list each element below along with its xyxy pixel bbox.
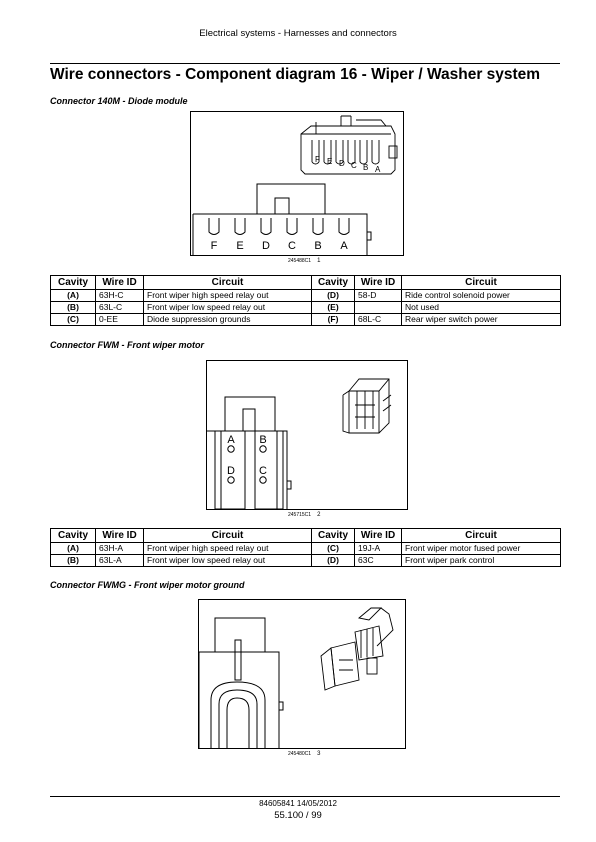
circuit-cell: Front wiper motor fused power (401, 542, 561, 555)
col-header-cavity: Cavity (50, 528, 96, 543)
table-row: (B) 63L-C Front wiper low speed relay ou… (50, 301, 561, 314)
front-label-b: B (314, 240, 321, 252)
col-header-circuit: Circuit (401, 275, 561, 290)
figure-number: 3 (317, 751, 321, 757)
cavity-cell: (A) (50, 289, 96, 302)
connector-140m-isometric (300, 115, 398, 175)
fwm-label-c: C (259, 465, 267, 477)
header-rule (50, 63, 560, 64)
table-row: (A) 63H-C Front wiper high speed relay o… (50, 289, 561, 302)
front-label-a: A (340, 240, 348, 252)
figure-caption-2: 245715C1 2 (288, 512, 320, 518)
section-title-140m: Connector 140M - Diode module (50, 96, 188, 106)
table-row: (A) 63H-A Front wiper high speed relay o… (50, 542, 561, 555)
connector-fwm-table: Cavity Wire ID Circuit Cavity Wire ID Ci… (50, 528, 561, 567)
connector-fwmg-front-view (199, 617, 284, 748)
iso-label-e: E (327, 157, 332, 166)
figure-number: 1 (317, 258, 321, 264)
figure-code: 245480C1 (288, 751, 312, 757)
section-title-fwmg: Connector FWMG - Front wiper motor groun… (50, 580, 245, 590)
iso-label-d: D (339, 159, 345, 168)
front-label-c: C (288, 240, 296, 252)
figure-code: 245715C1 (288, 512, 312, 518)
figure-fwm-diagram: A B D C (206, 360, 408, 510)
col-header-wire-id: Wire ID (354, 528, 402, 543)
cavity-cell: (D) (311, 554, 355, 567)
wire-id-cell: 63C (354, 554, 402, 567)
table-row: (C) 0-EE Diode suppression grounds (F) 6… (50, 313, 561, 326)
figure-caption-1: 245488C1 1 (288, 258, 320, 264)
circuit-cell: Not used (401, 301, 561, 314)
col-header-cavity: Cavity (311, 528, 355, 543)
circuit-cell: Front wiper low speed relay out (143, 554, 312, 567)
iso-label-c: C (351, 161, 357, 170)
wire-id-cell: 63H-A (95, 542, 144, 555)
front-label-d: D (262, 240, 270, 252)
figure-caption-3: 245480C1 3 (288, 751, 320, 757)
footer-rule (50, 796, 560, 797)
fwm-label-a: A (227, 434, 235, 446)
table-header-row: Cavity Wire ID Circuit Cavity Wire ID Ci… (50, 528, 561, 543)
circuit-cell: Rear wiper switch power (401, 313, 561, 326)
cavity-cell: (F) (311, 313, 355, 326)
fwm-label-d: D (227, 465, 235, 477)
front-label-f: F (211, 240, 218, 252)
wire-id-cell: 58-D (354, 289, 402, 302)
wire-id-cell: 63L-C (95, 301, 144, 314)
figure-code: 245488C1 (288, 258, 312, 264)
footer-page-number: 55.100 / 99 (274, 810, 322, 821)
table-header-row: Cavity Wire ID Circuit Cavity Wire ID Ci… (50, 275, 561, 290)
iso-label-f: F (315, 155, 320, 164)
section-title-fwm: Connector FWM - Front wiper motor (50, 340, 204, 350)
cavity-cell: (A) (50, 542, 96, 555)
circuit-cell: Front wiper low speed relay out (143, 301, 312, 314)
connector-140m-front-view (192, 183, 372, 255)
connector-fwmg-isometric (320, 607, 394, 691)
front-label-e: E (236, 240, 243, 252)
wire-id-cell: 0-EE (95, 313, 144, 326)
wire-id-cell: 19J-A (354, 542, 402, 555)
iso-label-a: A (375, 165, 381, 174)
cavity-cell: (B) (50, 554, 96, 567)
circuit-cell: Front wiper high speed relay out (143, 542, 312, 555)
cavity-cell: (D) (311, 289, 355, 302)
connector-140m-table: Cavity Wire ID Circuit Cavity Wire ID Ci… (50, 275, 561, 326)
col-header-wire-id: Wire ID (95, 275, 144, 290)
col-header-circuit: Circuit (401, 528, 561, 543)
page-title: Wire connectors - Component diagram 16 -… (50, 66, 541, 83)
cavity-cell: (E) (311, 301, 355, 314)
fwm-label-b: B (259, 434, 266, 446)
col-header-wire-id: Wire ID (354, 275, 402, 290)
circuit-cell: Ride control solenoid power (401, 289, 561, 302)
circuit-cell: Diode suppression grounds (143, 313, 312, 326)
running-header: Electrical systems - Harnesses and conne… (199, 28, 397, 39)
wire-id-cell: 68L-C (354, 313, 402, 326)
col-header-circuit: Circuit (143, 528, 312, 543)
footer-doc-reference: 84605841 14/05/2012 (259, 799, 337, 808)
wire-id-cell: 63L-A (95, 554, 144, 567)
cavity-cell: (C) (311, 542, 355, 555)
col-header-wire-id: Wire ID (95, 528, 144, 543)
iso-label-b: B (363, 163, 368, 172)
cavity-cell: (B) (50, 301, 96, 314)
connector-fwm-front-view (207, 396, 292, 509)
wire-id-cell (354, 301, 402, 314)
cavity-cell: (C) (50, 313, 96, 326)
figure-140m-diagram: F E D C B A F E D C B A (190, 111, 404, 256)
col-header-circuit: Circuit (143, 275, 312, 290)
figure-fwmg-diagram (198, 599, 406, 749)
col-header-cavity: Cavity (311, 275, 355, 290)
col-header-cavity: Cavity (50, 275, 96, 290)
figure-number: 2 (317, 512, 321, 518)
circuit-cell: Front wiper park control (401, 554, 561, 567)
connector-fwm-isometric (342, 378, 392, 434)
table-row: (B) 63L-A Front wiper low speed relay ou… (50, 554, 561, 567)
wire-id-cell: 63H-C (95, 289, 144, 302)
circuit-cell: Front wiper high speed relay out (143, 289, 312, 302)
